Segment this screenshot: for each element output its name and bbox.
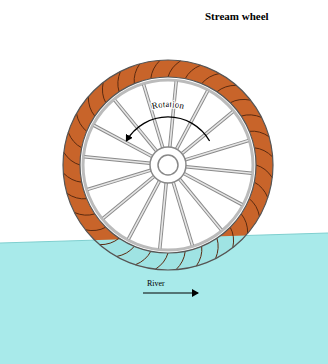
bucket-stroke (74, 213, 95, 216)
spoke (186, 167, 252, 173)
spoke (144, 85, 163, 148)
bucket-stroke (64, 152, 80, 165)
bucket-stroke (230, 227, 233, 247)
rotation-label: Rotation (151, 99, 186, 111)
bucket-stroke (135, 251, 151, 264)
hub (150, 147, 186, 183)
spoke (170, 81, 176, 147)
spoke (160, 183, 166, 249)
wheel-rim (72, 69, 265, 262)
rim-outer-edge (63, 60, 273, 270)
bucket-stroke (241, 115, 262, 118)
bucket-stroke (185, 65, 201, 79)
bucket-stroke (151, 60, 160, 78)
bucket-stroke (134, 64, 140, 84)
axle (158, 155, 178, 175)
rotation-text: Rotation (151, 99, 186, 111)
bucket-stroke (68, 132, 82, 148)
spoke (170, 81, 176, 147)
bucket-strokes (63, 60, 272, 269)
river-flow-arrow (143, 292, 198, 293)
spoke (144, 85, 163, 148)
spoke (94, 125, 152, 156)
bucket-stroke (63, 173, 81, 182)
bucket-stroke (256, 165, 272, 178)
bucket-stroke (249, 131, 269, 137)
bucket-stroke (85, 227, 105, 230)
spoke (160, 183, 166, 249)
bucket-stroke (249, 199, 259, 217)
bucket-stroke (196, 246, 202, 266)
bucket-stroke (118, 71, 121, 92)
spoke (185, 141, 248, 160)
bucket-stroke (230, 99, 250, 102)
bucket-stroke (254, 148, 272, 157)
bucket-stroke (254, 182, 267, 198)
bucket-stroke (176, 251, 185, 269)
spoke (177, 91, 208, 149)
spoke (88, 170, 151, 189)
spoke (184, 174, 242, 205)
submerged-rim (72, 69, 265, 262)
bucket-stroke (67, 193, 87, 199)
bucket-stroke (241, 214, 248, 234)
river-label: River (146, 279, 166, 288)
spoke (84, 157, 150, 163)
inner-ring (83, 80, 253, 250)
spoke (88, 170, 151, 189)
rotation-arrow (126, 117, 209, 141)
bucket-stroke (217, 85, 237, 92)
bucket-stroke (117, 246, 135, 256)
spoke (84, 157, 150, 163)
bucket-stroke (168, 61, 181, 77)
bucket-stroke (216, 238, 219, 259)
wheel-inner (80, 77, 256, 253)
spoke (173, 182, 192, 245)
bucket-stroke (100, 238, 120, 245)
bucket-stroke (88, 97, 95, 117)
spoke (184, 174, 242, 205)
bucket-stroke (102, 82, 105, 102)
bucket-stroke (155, 253, 168, 269)
spoke (128, 181, 159, 239)
spokes (84, 81, 251, 248)
bucket-stroke (77, 114, 87, 132)
spoke (185, 141, 248, 160)
diagram-title: Stream wheel (205, 10, 269, 22)
spoke (186, 167, 252, 173)
spoke (173, 182, 192, 245)
spoke (177, 91, 208, 149)
bucket-stroke (202, 74, 220, 84)
spoke (94, 125, 152, 156)
spoke (128, 181, 159, 239)
